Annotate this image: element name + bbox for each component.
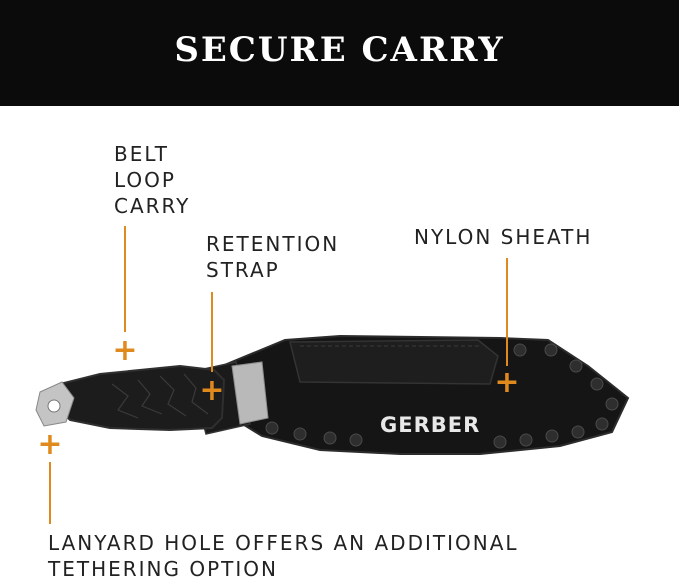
banner-title: SECURE CARRY <box>174 30 505 70</box>
callout-belt-loop-carry: BELT LOOP CARRY <box>114 142 191 218</box>
retention-strap-leader-line <box>211 292 213 372</box>
header-banner: SECURE CARRY <box>0 0 679 106</box>
callout-nylon-sheath: NYLON SHEATH <box>414 225 593 249</box>
nylon-sheath-marker: + <box>494 365 520 400</box>
callout-retention-strap: RETENTION STRAP <box>206 232 340 282</box>
lanyard-hole-marker: + <box>37 427 63 462</box>
lanyard-hole-leader-line <box>49 462 51 524</box>
callout-lanyard-hole: LANYARD HOLE OFFERS AN ADDITIONAL TETHER… <box>48 531 519 581</box>
belt-loop-marker: + <box>112 333 138 368</box>
nylon-sheath-leader-line <box>506 258 508 366</box>
belt-loop-leader-line <box>124 226 126 332</box>
retention-strap-marker: + <box>199 373 225 408</box>
gerber-logo: GERBER <box>380 413 480 437</box>
